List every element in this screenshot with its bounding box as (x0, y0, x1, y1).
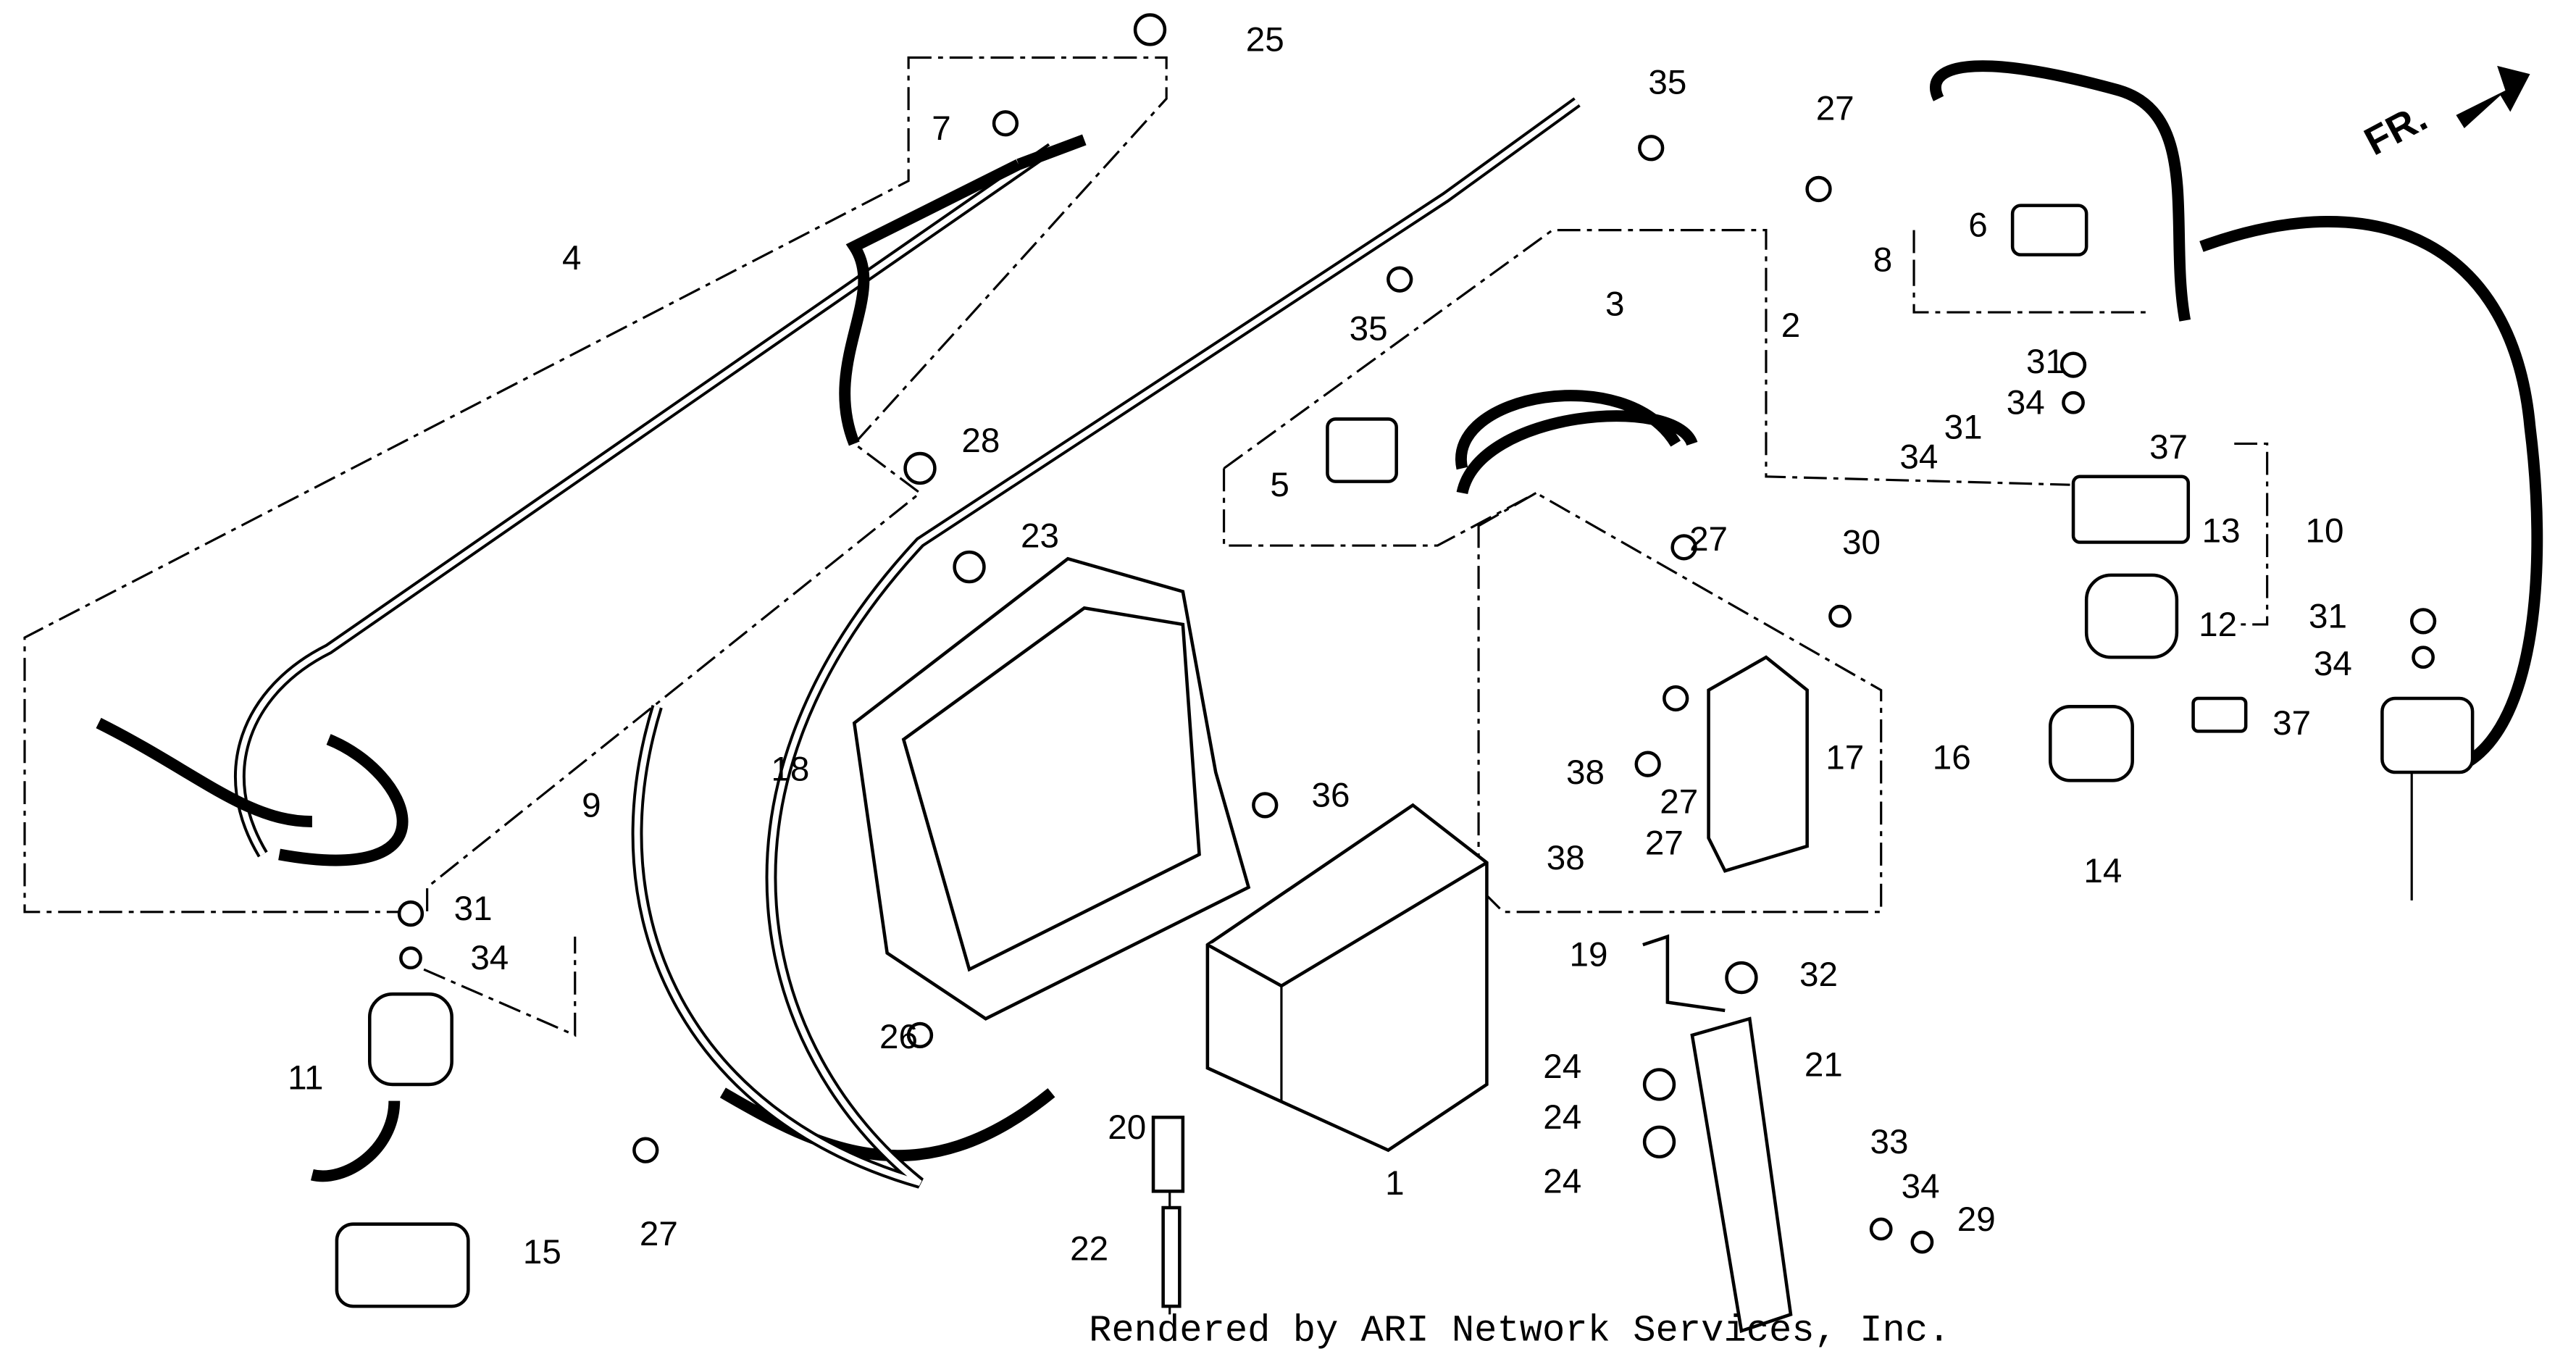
front-direction-arrow: FR. (2357, 65, 2530, 164)
callout-15: 15 (523, 1233, 561, 1271)
footer-credit: Rendered by ARI Network Services, Inc. (1089, 1310, 1950, 1353)
callout-10: 10 (2306, 512, 2344, 551)
callout-29: 29 (1957, 1200, 1996, 1239)
callout-7: 7 (932, 109, 950, 148)
starter-relay (367, 475, 2191, 1087)
callout-17: 17 (1826, 738, 1864, 777)
callout-14: 14 (2083, 852, 2122, 890)
callout-31: 31 (2309, 597, 2347, 635)
callout-38: 38 (1566, 753, 1605, 792)
callout-4: 4 (562, 239, 581, 277)
callout-36: 36 (1311, 777, 1350, 815)
callout-34: 34 (470, 939, 509, 977)
callout-16: 16 (1933, 738, 1971, 777)
callout-19: 19 (1570, 936, 1608, 974)
callout-34: 34 (2007, 384, 2045, 422)
callout-1: 1 (1385, 1164, 1404, 1203)
callout-32: 32 (1799, 956, 1838, 994)
callout-27: 27 (1816, 90, 1854, 128)
callout-18: 18 (771, 750, 809, 788)
callout-35: 35 (1350, 310, 1388, 348)
callout-24: 24 (1543, 1098, 1581, 1137)
callout-24: 24 (1543, 1048, 1581, 1086)
callout-33: 33 (1870, 1123, 1909, 1161)
callout-12: 12 (2199, 606, 2237, 644)
callout-24: 24 (1543, 1163, 1581, 1201)
battery (1205, 803, 1489, 1153)
callout-23: 23 (1021, 517, 1059, 555)
callout-8: 8 (1873, 241, 1892, 279)
callout-11: 11 (288, 1059, 323, 1098)
front-direction-label: FR. (2357, 95, 2434, 164)
callout-37: 37 (2272, 704, 2311, 743)
callout-6: 6 (1968, 206, 1987, 245)
callout-9: 9 (582, 786, 601, 824)
callout-13: 13 (2202, 512, 2241, 551)
battery-box (852, 556, 1251, 1021)
callout-38: 38 (1547, 839, 1585, 877)
callout-35: 35 (1648, 63, 1686, 101)
callout-31: 31 (1944, 409, 1983, 447)
callout-31: 31 (2026, 343, 2065, 381)
callout-27: 27 (1660, 783, 1698, 822)
callout-2: 2 (1781, 306, 1800, 345)
callout-27: 27 (1689, 520, 1728, 559)
callout-22: 22 (1070, 1230, 1108, 1269)
small-parts (335, 13, 2475, 1308)
bracket-21 (1642, 934, 1793, 1334)
callout-27: 27 (640, 1215, 678, 1253)
wire-harness-cables (96, 60, 2543, 1189)
callout-31: 31 (454, 890, 493, 928)
callout-34: 34 (1902, 1167, 1940, 1205)
callout-5: 5 (1270, 466, 1289, 504)
callout-21: 21 (1805, 1046, 1843, 1085)
callout-28: 28 (961, 422, 1000, 460)
callout-37: 37 (2149, 428, 2188, 467)
callout-20: 20 (1108, 1108, 1146, 1147)
callout-27: 27 (1645, 824, 1684, 862)
callout-30: 30 (1842, 523, 1881, 561)
callout-3: 3 (1605, 285, 1624, 324)
callout-34: 34 (2314, 645, 2352, 683)
fuse-box (1707, 655, 1809, 873)
callout-25: 25 (1246, 20, 1284, 59)
callout-26: 26 (879, 1018, 918, 1056)
callout-34: 34 (1899, 438, 1938, 476)
